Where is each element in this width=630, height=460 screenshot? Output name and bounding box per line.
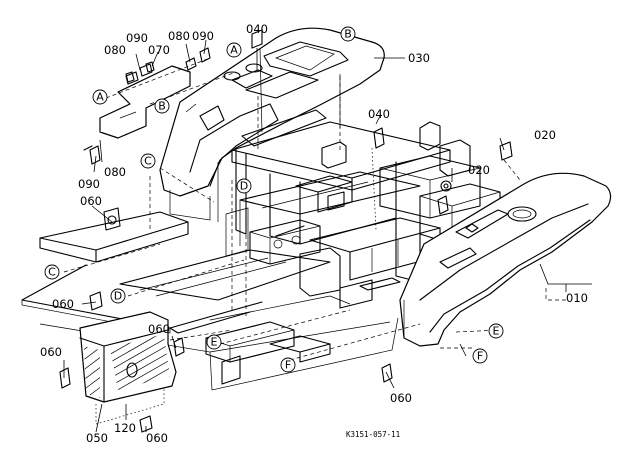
part-010: 010 <box>566 291 588 305</box>
callout-e2-circle <box>488 323 504 339</box>
leader-lines <box>63 39 592 433</box>
cowl-030 <box>159 27 385 235</box>
callout-e1: E <box>211 336 218 349</box>
callout-f2: F <box>477 350 483 363</box>
callout-f1-circle <box>280 357 296 373</box>
callout-f1: F <box>285 359 291 372</box>
callout-d1: D <box>240 180 248 193</box>
callout-a2-circle <box>92 89 108 105</box>
part-080-left: 080 <box>104 165 126 179</box>
callout-d2-circle <box>110 288 126 304</box>
callout-f2-circle <box>472 348 488 364</box>
part-numbers: 040 030 040 020 020 010 080 090 070 080 … <box>40 22 588 445</box>
part-060-panelbolt: 060 <box>146 431 168 445</box>
part-040-mid: 040 <box>368 107 390 121</box>
callout-a2: A <box>96 91 104 104</box>
reference-lines <box>63 57 521 361</box>
figure-reference: K3151-057-11 <box>346 430 400 439</box>
part-030: 030 <box>408 51 430 65</box>
part-060-left: 060 <box>52 297 74 311</box>
floor-plate <box>21 211 399 391</box>
callout-b2: B <box>158 100 166 113</box>
callout-b1: B <box>344 28 352 41</box>
callout-letters: A A B B C C D D E E F F <box>44 26 504 373</box>
callout-a1: A <box>230 44 238 57</box>
callout-c1-circle <box>140 153 156 169</box>
part-060-bottom: 060 <box>390 391 412 405</box>
part-070: 070 <box>148 43 170 57</box>
bolts <box>59 29 513 433</box>
part-060-panel: 060 <box>148 322 170 336</box>
part-080-topleft: 080 <box>104 43 126 57</box>
part-020-centre: 020 <box>468 163 490 177</box>
part-060-lowerleft: 060 <box>40 345 62 359</box>
callout-c2-circle <box>44 264 60 280</box>
part-060-upperleft: 060 <box>80 194 102 208</box>
callout-a1-circle <box>226 42 242 58</box>
callout-c2: C <box>48 266 56 279</box>
part-090-topleft: 090 <box>126 31 148 45</box>
callout-c1: C <box>144 155 152 168</box>
callout-e1-circle <box>206 334 222 350</box>
callout-d2: D <box>114 290 122 303</box>
fender-010 <box>399 172 612 347</box>
front-panel-050 <box>79 311 177 425</box>
callout-b2-circle <box>154 98 170 114</box>
callout-b1-circle <box>340 26 356 42</box>
part-080-top: 080 <box>168 29 190 43</box>
part-090-left: 090 <box>78 177 100 191</box>
callout-d1-circle <box>236 178 252 194</box>
part-090-top: 090 <box>192 29 214 43</box>
part-020-right: 020 <box>534 128 556 142</box>
main-frame <box>205 121 501 385</box>
part-120: 120 <box>114 421 136 435</box>
part-040-top: 040 <box>246 22 268 36</box>
part-050: 050 <box>86 431 108 445</box>
callout-e2: E <box>493 325 500 338</box>
